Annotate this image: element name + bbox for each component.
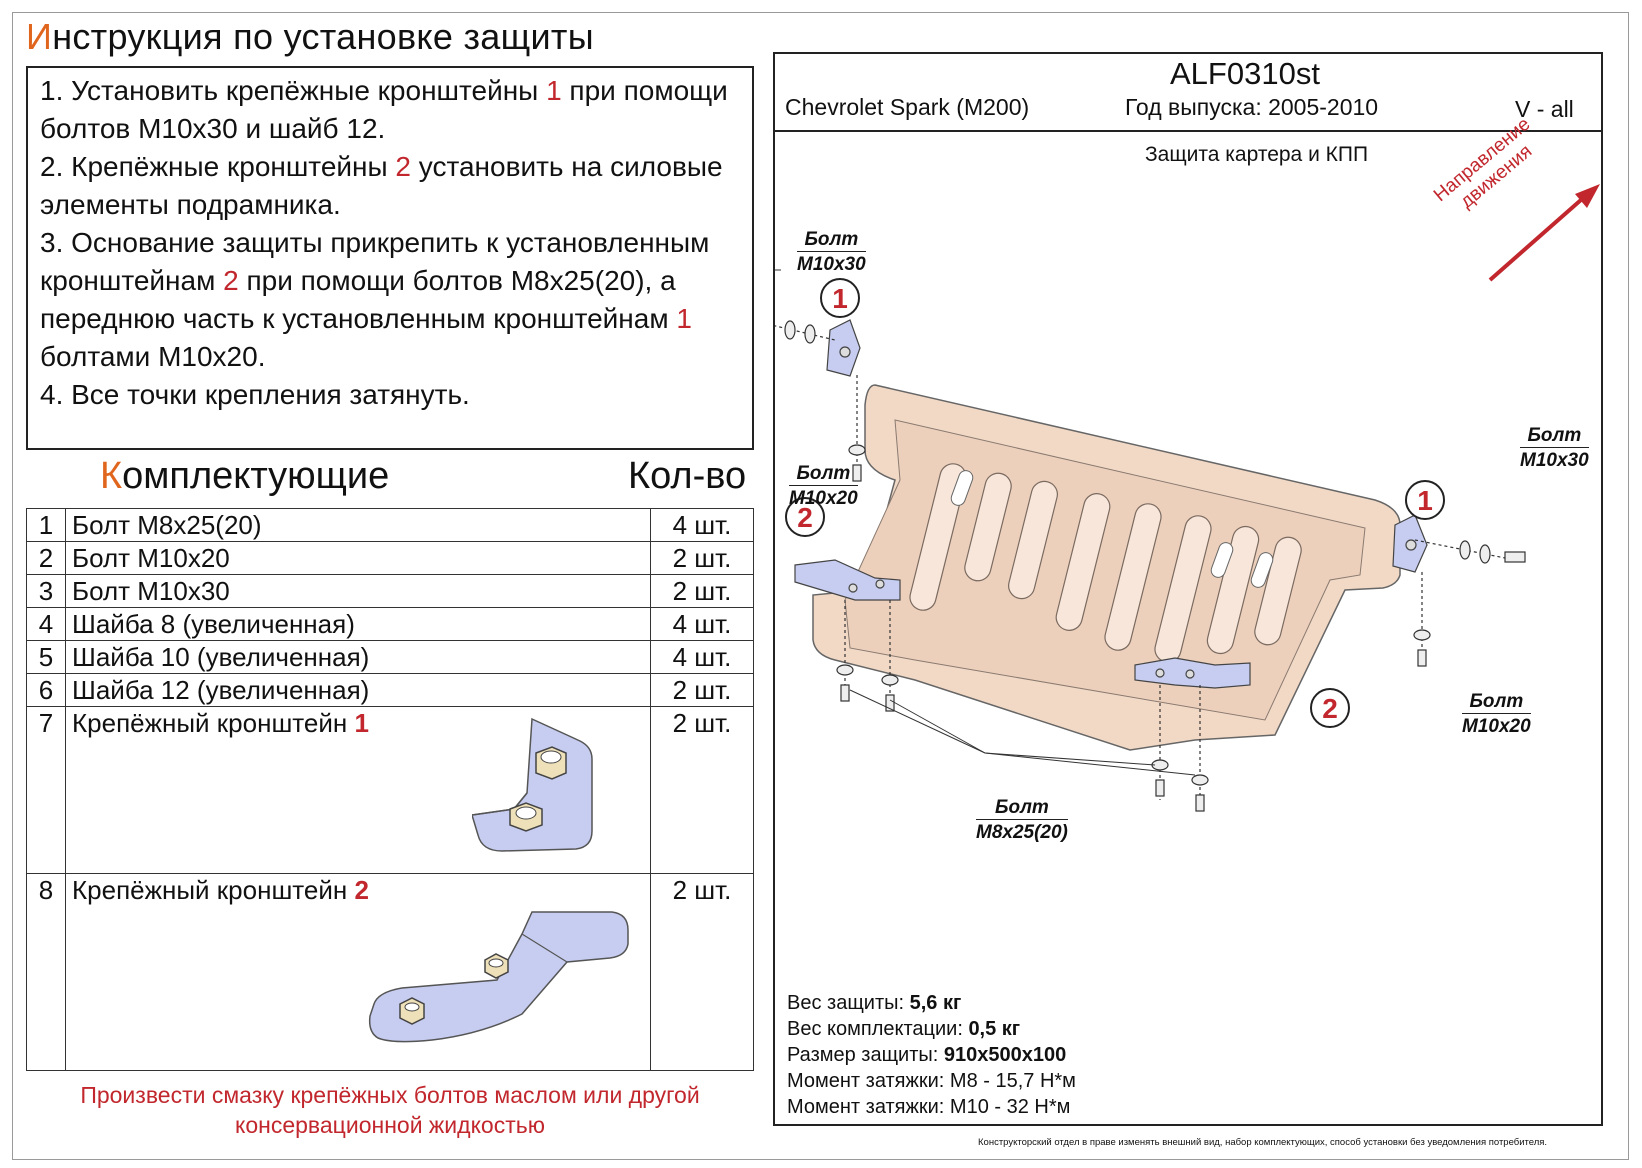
title-initial: И	[26, 16, 53, 57]
bracket-2-left	[794, 559, 901, 601]
bracket-1-right	[1392, 514, 1428, 573]
spec-size: Размер защиты: 910х500х100	[787, 1044, 1067, 1066]
instruction-step-3: 3. Основание защиты прикрепить к установ…	[40, 227, 710, 372]
instruction-step-2: 2. Крепёжные кронштейны 2 установить на …	[40, 151, 723, 220]
spec-torque-m8: Момент затяжки: М8 - 15,7 Н*м	[787, 1070, 1076, 1092]
direction-arrow	[1488, 190, 1592, 282]
car-model: Chevrolet Spark (M200)	[785, 94, 1030, 120]
callout-1-right: 1	[1405, 480, 1445, 520]
production-years: Год выпуска: 2005-2010	[1125, 94, 1379, 120]
instruction-step-4: 4. Все точки крепления затянуть.	[40, 379, 470, 410]
bracket-2-right	[1134, 657, 1251, 689]
protection-subtitle: Защита картера и КПП	[1145, 143, 1369, 166]
svg-text:1: 1	[1417, 485, 1433, 516]
assembly-drawing: 1 2 1 2	[775, 184, 1600, 812]
table-row: 7 Крепёжный кронштейн 1 2 шт.	[26, 706, 754, 874]
title-rest: нструкция по установке защиты	[52, 16, 594, 57]
parts-heading: Комплектующие	[100, 455, 390, 497]
callout-2-left: 2	[785, 497, 825, 537]
disclaimer: Конструкторский отдел в праве изменять в…	[978, 1137, 1548, 1148]
page-frame	[12, 12, 1629, 1160]
svg-text:2: 2	[797, 502, 813, 533]
spec-torque-m10: Момент затяжки: М10 - 32 Н*м	[787, 1096, 1071, 1118]
header-divider	[775, 130, 1601, 132]
bolts-and-washers	[775, 320, 1526, 812]
lubrication-note: Произвести смазку крепёжных болтов масло…	[80, 1082, 700, 1138]
bracket-2-illustration	[368, 911, 629, 1043]
quantity-heading: Кол-во	[628, 455, 747, 497]
specifications: Вес защиты: 5,6 кг Вес комплектации: 0,5…	[787, 990, 1076, 1120]
skid-plate	[812, 384, 1401, 751]
table-row: 8 Крепёжный кронштейн 2 2 шт.	[26, 873, 754, 1071]
spec-weight: Вес защиты: 5,6 кг	[787, 992, 962, 1014]
bracket-1-illustration	[472, 717, 593, 852]
bracket-1-left	[826, 319, 861, 377]
instruction-step-1: 1. Установить крепёжные кронштейны 1 при…	[40, 75, 728, 144]
instructions-box: 1. Установить крепёжные кронштейны 1 при…	[26, 66, 754, 450]
engine-variant: V - all	[1515, 96, 1574, 122]
page-title: Инструкция по установке защиты	[26, 16, 594, 58]
spec-kit-weight: Вес комплектации: 0,5 кг	[787, 1018, 1021, 1040]
callout-1-left: 1	[820, 278, 860, 318]
svg-text:1: 1	[832, 283, 848, 314]
svg-text:2: 2	[1322, 693, 1338, 724]
callout-2-right: 2	[1310, 688, 1350, 728]
drawing-panel	[773, 52, 1603, 1126]
product-code: ALF0310st	[1170, 56, 1320, 91]
